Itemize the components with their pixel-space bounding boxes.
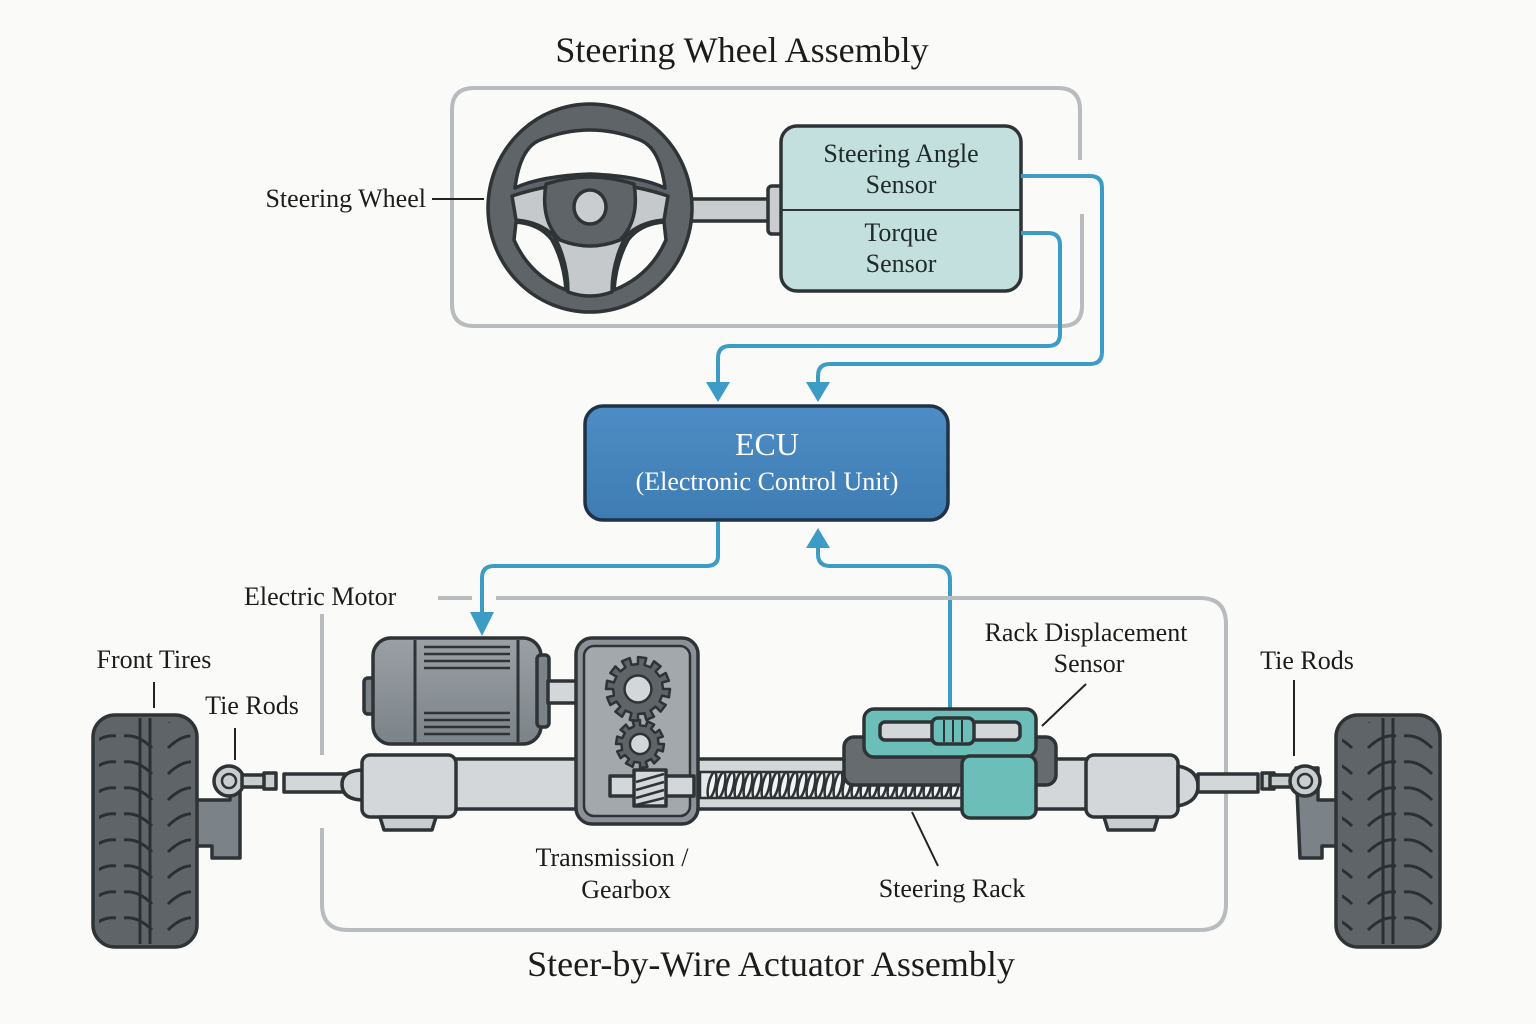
electric-motor-icon <box>362 636 580 746</box>
electric-motor-label: Electric Motor <box>244 582 397 611</box>
steering-rack-label: Steering Rack <box>879 874 1026 903</box>
left-front-tire-icon <box>91 713 278 949</box>
gear-small-icon <box>614 718 666 770</box>
steering-wheel-label: Steering Wheel <box>265 184 426 213</box>
thread-coil <box>715 771 727 799</box>
sensor-box <box>779 124 1023 293</box>
torque-sensor: Torque Sensor <box>864 218 937 278</box>
steering-rack <box>282 753 1260 832</box>
tie-rods-right-label: Tie Rods <box>1260 646 1354 675</box>
steering-angle-sensor-label-line1: Steering Angle <box>823 139 978 168</box>
steering-angle-sensor: Steering Angle Sensor <box>823 139 978 199</box>
thread-coil <box>823 771 835 799</box>
rack-displacement-sensor-label-line1: Rack Displacement <box>985 618 1189 647</box>
thread-coil <box>787 771 799 799</box>
thread-coil <box>706 771 718 799</box>
thread-coil <box>751 771 763 799</box>
arrowhead-angle-to-ecu <box>806 382 830 402</box>
thread-coil <box>814 771 826 799</box>
thread-coil <box>778 771 790 799</box>
gearbox-icon <box>574 636 700 826</box>
arrowhead-ecu-to-motor <box>470 612 494 636</box>
ecu-subtitle: (Electronic Control Unit) <box>636 467 899 496</box>
ecu-title: ECU <box>735 426 799 462</box>
wire-angle-sensor-to-ecu <box>816 174 1104 384</box>
torque-sensor-label-line2: Sensor <box>866 249 937 278</box>
bottom-assembly-title: Steer-by-Wire Actuator Assembly <box>527 944 1015 984</box>
right-front-tire-icon <box>1260 713 1442 949</box>
thread-coil <box>733 771 745 799</box>
gear-large-icon <box>604 655 672 723</box>
pinion-gear-icon <box>632 768 668 808</box>
steering-angle-sensor-label-line2: Sensor <box>866 170 937 199</box>
ecu-box: ECU (Electronic Control Unit) <box>583 404 950 522</box>
thread-coil <box>742 771 754 799</box>
torque-sensor-label-line1: Torque <box>864 218 937 247</box>
wire-torque-sensor-to-ecu <box>716 231 1062 384</box>
transmission-label-line1: Transmission / <box>536 843 690 872</box>
rack-sensor-leader <box>1041 683 1087 727</box>
thread-coil <box>805 771 817 799</box>
transmission-label-line2: Gearbox <box>581 875 671 904</box>
steering-rack-leader <box>911 811 939 867</box>
tie-rods-left-label: Tie Rods <box>205 691 299 720</box>
thread-coil <box>769 771 781 799</box>
arrowhead-rack-to-ecu <box>806 528 830 548</box>
wire-ecu-to-motor <box>480 522 720 614</box>
thread-coil <box>724 771 736 799</box>
actuator-assembly-frame <box>320 596 1228 932</box>
top-assembly-title: Steering Wheel Assembly <box>555 30 928 70</box>
front-tires-label: Front Tires <box>97 645 212 674</box>
rack-displacement-sensor-label-line2: Sensor <box>1054 649 1125 678</box>
steering-wheel-assembly-frame <box>450 86 1084 328</box>
thread-coil <box>832 771 844 799</box>
thread-coil <box>796 771 808 799</box>
rack-displacement-sensor-icon <box>842 707 1058 820</box>
arrowhead-torque-to-ecu <box>706 382 730 402</box>
thread-coil <box>760 771 772 799</box>
wire-rack-sensor-to-ecu <box>816 546 952 712</box>
steering-wheel-icon <box>486 102 786 314</box>
